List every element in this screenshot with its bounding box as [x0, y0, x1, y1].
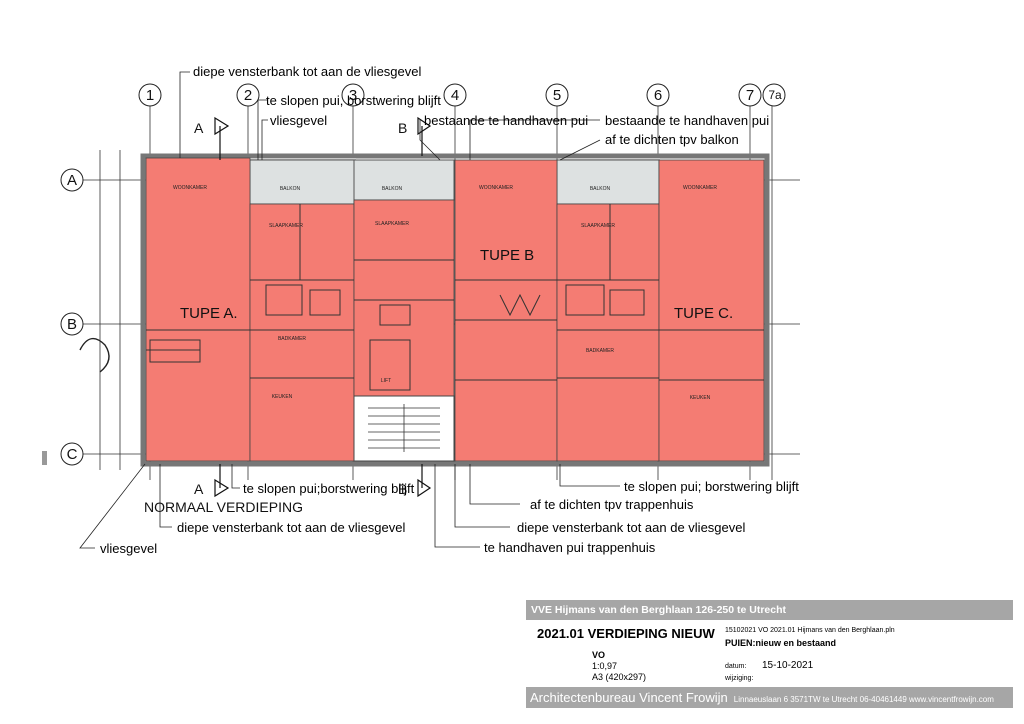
unit-label: TUPE B	[480, 247, 534, 264]
room-label: BADKAMER	[278, 336, 306, 342]
file-name: 15102021 VO 2021.01 Hijmans van den Berg…	[725, 627, 895, 634]
grid-col-label: 1	[146, 87, 154, 104]
stair-treads	[368, 404, 440, 452]
date-value: 15-10-2021	[762, 660, 814, 671]
room-label: SLAAPKAMER	[269, 223, 303, 229]
room-label: LIFT	[381, 378, 391, 384]
room-label: WOONKAMER	[479, 185, 513, 191]
grid-col-label: 3	[349, 87, 357, 104]
firm-address: Linnaeuslaan 6 3571TW te Utrecht 06-4046…	[733, 695, 994, 704]
section-label: B	[398, 481, 407, 497]
room-label: SLAAPKAMER	[581, 223, 615, 229]
edge-marker	[42, 451, 47, 465]
unit-label: TUPE C.	[674, 305, 733, 322]
unit-fills	[145, 157, 765, 462]
annotation-label: diepe vensterbank tot aan de vliesgevel	[517, 520, 746, 535]
client-name: VVE Hijmans van den Berghlaan 126-250 te…	[531, 604, 787, 616]
section-label: A	[194, 481, 204, 497]
annotation-label: te handhaven pui trappenhuis	[484, 540, 656, 555]
annotation-label: diepe vensterbank tot aan de vliesgevel	[177, 520, 406, 535]
room-label: WOONKAMER	[683, 185, 717, 191]
balconies	[249, 159, 660, 205]
grid-row-label: B	[67, 316, 77, 333]
drawing-subtitle: PUIEN:nieuw en bestaand	[725, 638, 837, 648]
north-arrow	[79, 337, 110, 373]
annotation-label: diepe vensterbank tot aan de vliesgevel	[193, 64, 422, 79]
section-label: B	[398, 120, 407, 136]
unit-label: TUPE A.	[180, 305, 238, 322]
room-label: KEUKEN	[690, 395, 711, 401]
room-label: BALKON	[280, 186, 301, 192]
phase: VO	[592, 650, 606, 660]
room-label: BADKAMER	[586, 348, 614, 354]
room-label: BALKON	[590, 186, 611, 192]
annotation-label: af te dichten tpv trappenhuis	[530, 497, 694, 512]
annotation-leaders	[79, 71, 620, 549]
grid-col-label: 7a	[768, 88, 782, 102]
firm-name: Architectenbureau Vincent Frowijn	[530, 690, 728, 705]
grid-row-label: A	[67, 172, 77, 189]
date-label: datum:	[725, 663, 747, 670]
room-label: BALKON	[382, 186, 403, 192]
room-label: KEUKEN	[272, 394, 293, 400]
annotation-label: te slopen pui, borstwering blijft	[266, 93, 441, 108]
title-block-client: VVE Hijmans van den Berghlaan 126-250 te…	[526, 600, 1013, 620]
paper-format: A3 (420x297)	[592, 672, 647, 682]
annotation-label: vliesgevel	[270, 113, 328, 128]
scale: 1:0,97	[592, 661, 618, 671]
annotation-label: bestaande te handhaven pui	[424, 113, 589, 128]
annotation-label: vliesgevel	[100, 541, 158, 556]
annotation-label: af te dichten tpv balkon	[605, 132, 739, 147]
annotation-label: te slopen pui;borstwering blijft	[243, 481, 415, 496]
annotation-label: bestaande te handhaven pui	[605, 113, 770, 128]
grid-bubbles	[60, 83, 786, 466]
room-label: WOONKAMER	[173, 185, 207, 191]
interior-walls	[146, 204, 764, 391]
grid-col-label: 5	[553, 87, 561, 104]
grid-col-label: 4	[451, 87, 459, 104]
plan-title: NORMAAL VERDIEPING	[144, 499, 303, 515]
grid-col-label: 2	[244, 87, 252, 104]
drawing-title: 2021.01 VERDIEPING NIEUW	[537, 626, 715, 641]
grid-col-label: 6	[654, 87, 662, 104]
room-label: SLAAPKAMER	[375, 221, 409, 227]
section-label: A	[194, 120, 204, 136]
section-markers	[214, 116, 432, 498]
grid-row-label: C	[67, 446, 78, 463]
grid-col-label: 7	[746, 87, 754, 104]
title-block-firm: Architectenbureau Vincent Frowijn Linnaeu…	[526, 687, 1013, 708]
annotation-label: te slopen pui; borstwering blijft	[624, 479, 799, 494]
revision-label: wijziging:	[725, 675, 754, 682]
